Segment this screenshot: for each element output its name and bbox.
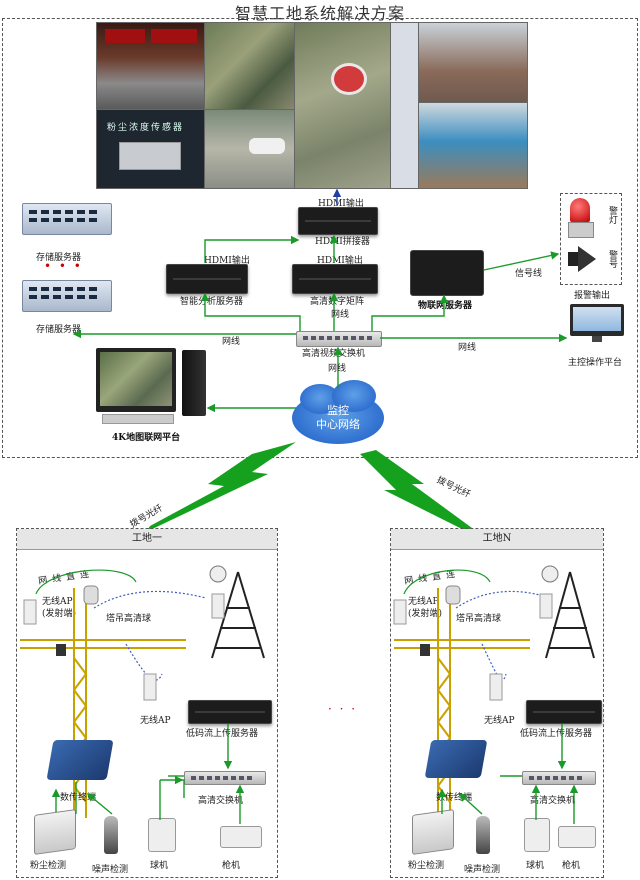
site-1-ball-cam: 球机	[150, 861, 169, 871]
alarm-horn-label: 警号	[607, 250, 617, 268]
site-n-ap-tx-line2: (发射端)	[408, 609, 443, 619]
console-monitor	[570, 304, 626, 344]
screen-construction-2	[418, 102, 528, 189]
storage-server-label-2: 存储服务器	[36, 325, 82, 335]
control-center-frame	[2, 18, 638, 458]
fiber-bolt-left	[146, 442, 296, 532]
link-switch-to-analysis	[200, 292, 301, 331]
site-n-ap-tx-line1: 无线AP	[408, 597, 439, 607]
fiber-bolt-right	[360, 450, 476, 536]
hdmi-splicer-label: HDMI拼接器	[315, 237, 370, 247]
wire-label-cloud: 网线	[328, 364, 347, 374]
site-1-gun-cam: 枪机	[222, 861, 241, 871]
site-n-links	[437, 724, 579, 824]
site-1-ap-tx-line1: 无线AP	[42, 597, 73, 607]
cloud-label: 监控 中心网络	[292, 404, 384, 432]
signal-wire-label: 信号线	[515, 269, 543, 279]
storage-server-label-1: 存储服务器	[36, 253, 82, 263]
site-1-links	[51, 724, 245, 824]
alarm-output-label: 报警输出	[574, 291, 611, 301]
hdmi-splicer	[298, 207, 378, 235]
cloud-label-line2: 中心网络	[316, 418, 360, 431]
storage-server-1	[22, 203, 112, 235]
console-label: 主控操作平台	[568, 358, 623, 368]
site-1-upload-server-label: 低码流上传服务器	[186, 729, 259, 739]
cloud-label-line1: 监控	[327, 404, 349, 417]
site-1-noise-device	[104, 816, 118, 854]
site-n-noise-device	[476, 816, 490, 854]
digital-matrix-label: 高清数字矩阵	[310, 297, 365, 307]
link-iot-to-alarm	[483, 251, 560, 271]
storage-ellipsis: • • •	[44, 259, 83, 273]
site-n-ball-cam: 球机	[526, 861, 545, 871]
switch-label: 高清视频交换机	[302, 349, 366, 359]
site-1-dust: 粉尘检测	[30, 861, 67, 871]
site-1-ap: 无线AP	[140, 716, 171, 726]
site-1-header: 工地一	[17, 529, 277, 550]
site-n-hd-switch-label: 高清交换机	[530, 796, 576, 806]
site-1-ball-cam-device	[148, 818, 176, 852]
wire-label-top: 网线	[331, 310, 350, 320]
site-n-dust: 粉尘检测	[408, 861, 445, 871]
site-n-upload-server	[526, 700, 602, 724]
site-1-tower-cam: 塔吊高清球	[106, 614, 152, 624]
screen-dust-sensor: 粉尘浓度传感器	[96, 109, 206, 189]
site-1-upload-server	[188, 700, 272, 724]
map-platform-label: 4K地图联网平台	[112, 433, 181, 443]
analysis-server-label: 智能分析服务器	[180, 297, 244, 307]
wire-label-console: 网线	[458, 343, 477, 353]
monitoring-cloud-puff-2	[332, 380, 376, 412]
link-switch-to-iot	[371, 294, 449, 331]
site-1-noise: 噪声检测	[92, 865, 129, 875]
alarm-box	[560, 193, 622, 285]
hdmi-out-label-top: HDMI输出	[318, 199, 364, 209]
link-analysis-to-splicer	[204, 235, 300, 263]
site-1-ap-tx: 无线AP (发射端)	[42, 596, 76, 620]
hd-video-switch	[296, 331, 382, 347]
site-n-frame: 工地N	[390, 528, 604, 878]
alarm-light-icon	[568, 198, 594, 238]
alarm-horn-icon	[568, 246, 598, 272]
hdmi-out-label-left: HDMI输出	[204, 256, 250, 266]
screen-stadium-map	[294, 22, 392, 189]
site-1-dtu: 数传终端	[60, 793, 97, 803]
alarm-light-label: 警灯	[607, 206, 617, 224]
site-1-gun-cam-device	[220, 826, 262, 848]
digital-matrix	[292, 264, 378, 294]
wire-label-storage: 网线	[222, 337, 241, 347]
site-1-frame: 工地一	[16, 528, 278, 878]
site-n-ball-cam-device	[524, 818, 550, 852]
site-1-hd-switch	[184, 771, 266, 785]
hdmi-out-label-mid: HDMI输出	[317, 256, 363, 266]
dust-sensor-sign: 粉尘浓度传感器	[107, 123, 185, 133]
screen-road-car	[204, 109, 296, 189]
site-1-hd-switch-label: 高清交换机	[198, 796, 244, 806]
site-n-gun-cam: 枪机	[562, 861, 581, 871]
storage-server-2	[22, 280, 112, 312]
site-n-tower-cam: 塔吊高清球	[456, 614, 502, 624]
site-n-noise: 噪声检测	[464, 865, 501, 875]
site-n-upload-server-label: 低码流上传服务器	[520, 729, 593, 739]
site-n-hd-switch	[522, 771, 596, 785]
iot-server-label: 物联网服务器	[418, 301, 473, 311]
video-wall: 粉尘浓度传感器	[96, 22, 528, 189]
screen-led-board	[96, 22, 206, 110]
site-n-dtu: 数传终端	[436, 793, 473, 803]
site-n-ap: 无线AP	[484, 716, 515, 726]
site-n-gun-cam-device	[558, 826, 596, 848]
map-platform-pc	[96, 348, 216, 424]
site-1-ap-tx-line2: (发射端)	[42, 609, 77, 619]
analysis-server	[166, 264, 248, 294]
sites-ellipsis: · · ·	[328, 702, 358, 716]
site-n-ap-tx: 无线AP (发射端)	[408, 596, 442, 620]
site-n-header: 工地N	[391, 529, 603, 550]
